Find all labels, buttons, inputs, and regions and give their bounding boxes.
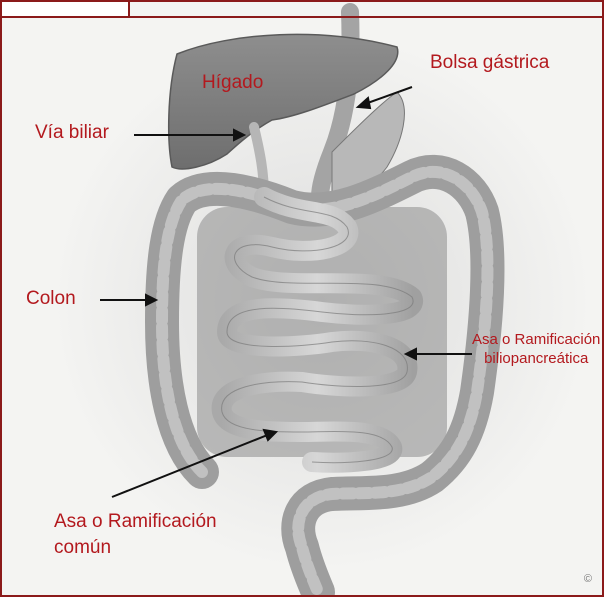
label-higado: Hígado [202, 72, 263, 94]
label-bolsa-gastrica: Bolsa gástrica [430, 52, 549, 74]
label-asa-biliopancreatica: Asa o Ramificación biliopancreática [472, 330, 600, 368]
label-asa-biliopancreatica-line2: biliopancreática [472, 349, 600, 368]
label-asa-comun: Asa o Ramificación común [54, 509, 217, 561]
copyright-mark: © [584, 573, 592, 585]
label-asa-comun-line1: Asa o Ramificación [54, 509, 217, 535]
header-rule [2, 16, 602, 18]
label-asa-comun-line2: común [54, 535, 217, 561]
label-via-biliar: Vía biliar [35, 122, 109, 144]
label-colon: Colon [26, 288, 76, 310]
label-asa-biliopancreatica-line1: Asa o Ramificación [472, 330, 600, 349]
